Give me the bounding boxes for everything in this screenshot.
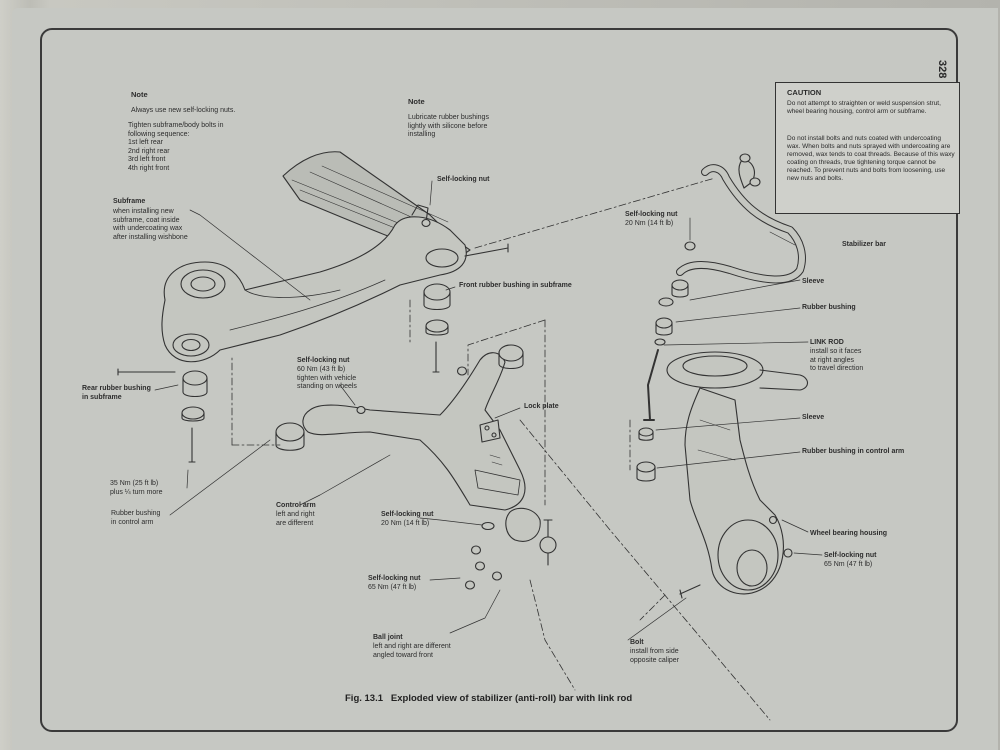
note-left-heading: Note (131, 90, 148, 99)
page-frame (40, 28, 958, 732)
label-self-locking-nut-65-desc: 65 Nm (47 ft lb) (368, 584, 417, 591)
label-rubber-bushing-control-arm-left: Rubber bushing in control arm (111, 510, 161, 526)
caution-paragraph-2: Do not install bolts and nuts coated wit… (787, 135, 955, 182)
link-rod-stack (643, 241, 696, 421)
label-self-locking-nut-right-desc: 20 Nm (14 ft lb) (625, 220, 674, 227)
ball-joint (505, 507, 557, 566)
label-sleeve-top: Sleeve (802, 278, 825, 285)
label-bolt-title: Bolt (630, 639, 644, 646)
note-center-body: Lubricate rubber bushings lightly with s… (408, 114, 489, 138)
leader-lines (154, 180, 823, 641)
control-arm (275, 344, 526, 511)
rear-bushing-parts (117, 368, 208, 463)
label-self-locking-nut-housing-title: Self-locking nut (824, 552, 877, 559)
note-left-body: Tighten subframe/body bolts in following… (128, 122, 224, 172)
caution-paragraph-1: Do not attempt to straighten or weld sus… (787, 100, 941, 115)
label-wheel-bearing-housing: Wheel bearing housing (810, 530, 888, 537)
bolt (679, 584, 701, 599)
label-control-arm-title: Control arm (276, 502, 316, 509)
label-rubber-bushing: Rubber bushing (802, 304, 856, 311)
note-left-line1: Always use new self-locking nuts. (131, 107, 236, 114)
label-self-locking-nut-mid-title: Self-locking nut (297, 357, 350, 364)
nuts (356, 218, 503, 590)
stabilizer-bar (671, 153, 806, 298)
label-rear-rubber-bushing: Rear rubber bushing in subframe (82, 385, 151, 401)
caution-box: CAUTION Do not attempt to straighten or … (775, 82, 960, 214)
lower-sleeve-bushing (636, 427, 656, 482)
label-self-locking-nut-20-desc: 20 Nm (14 ft lb) (381, 520, 430, 527)
note-center-heading: Note (408, 97, 425, 106)
label-lock-plate: Lock plate (524, 403, 559, 410)
subframe (161, 204, 467, 363)
label-torque-35: 35 Nm (25 ft lb) plus ¼ turn more (110, 480, 163, 496)
label-stabilizer-bar: Stabilizer bar (842, 241, 886, 248)
label-self-locking-nut-mid-desc: 60 Nm (43 ft lb) tighten with vehicle st… (297, 366, 357, 390)
label-rubber-bushing-control-arm-right: Rubber bushing in control arm (802, 448, 905, 455)
label-sleeve-bottom: Sleeve (802, 414, 825, 421)
label-link-rod-desc: install so it faces at right angles to t… (810, 348, 864, 372)
label-link-rod-title: LINK ROD (810, 339, 844, 346)
page-number: 328 (936, 60, 948, 79)
label-subframe-desc: when installing new subframe, coat insid… (113, 208, 188, 241)
label-self-locking-nut-housing-desc: 65 Nm (47 ft lb) (824, 561, 873, 568)
label-control-arm-desc: left and right are different (276, 511, 315, 527)
label-self-locking-nut-top: Self-locking nut (437, 176, 490, 183)
label-bolt-desc: install from side opposite caliper (630, 648, 680, 664)
front-bushing-parts (423, 283, 451, 373)
caution-title: CAUTION (787, 88, 822, 97)
figure-caption: Fig. 13.1 Exploded view of stabilizer (a… (345, 693, 633, 704)
label-ball-joint-desc: left and right are different angled towa… (373, 643, 451, 659)
lock-plate (479, 419, 501, 443)
wheel-bearing-housing (666, 351, 809, 595)
label-self-locking-nut-65-title: Self-locking nut (368, 575, 421, 582)
label-self-locking-nut-20-title: Self-locking nut (381, 511, 434, 518)
construction-lines (231, 177, 771, 721)
label-subframe-title: Subframe (113, 198, 146, 205)
label-ball-joint-title: Ball joint (373, 634, 403, 641)
label-self-locking-nut-right-title: Self-locking nut (625, 211, 678, 218)
label-front-rubber-bushing: Front rubber bushing in subframe (459, 282, 572, 289)
